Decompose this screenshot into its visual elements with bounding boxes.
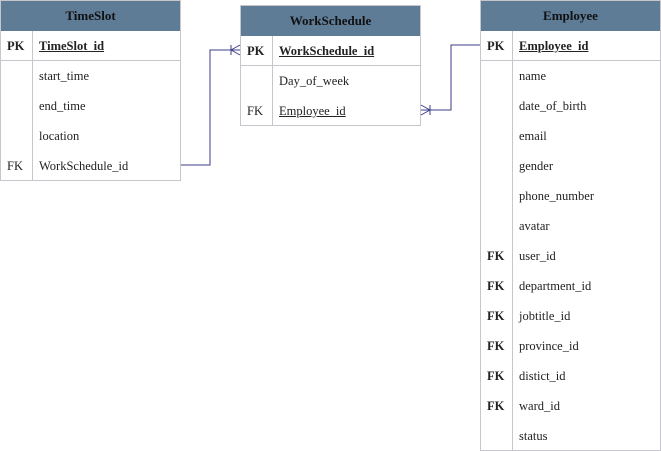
field-name: gender [519, 159, 554, 173]
field-name: Day_of_week [279, 74, 350, 88]
entity-timeslot[interactable]: TimeSlot PK TimeSlot_id start_time end_t… [0, 0, 181, 181]
entity-title: TimeSlot [1, 1, 180, 31]
key-marker: FK [487, 279, 505, 293]
field-row[interactable]: start_time [1, 61, 180, 91]
field-row[interactable]: status [481, 421, 660, 451]
crow-foot-mark [420, 104, 431, 111]
pk-row[interactable]: PK TimeSlot_id [1, 31, 180, 61]
column-divider [512, 31, 513, 451]
key-marker: FK [487, 399, 505, 413]
crow-foot-mark [230, 44, 241, 51]
field-row[interactable]: FK WorkSchedule_id [1, 151, 180, 181]
entity-body: PK Employee_id name date_of_birth email … [481, 31, 660, 451]
field-name: ward_id [519, 399, 560, 413]
field-row[interactable]: location [1, 121, 180, 151]
entity-title: Employee [481, 1, 660, 31]
key-marker: FK [487, 339, 505, 353]
column-divider [272, 36, 273, 126]
field-name: start_time [39, 69, 89, 83]
field-name: avatar [519, 219, 550, 233]
pk-marker: PK [247, 44, 265, 58]
field-row[interactable]: gender [481, 151, 660, 181]
field-name: jobtitle_id [519, 309, 571, 323]
entity-title: WorkSchedule [241, 6, 420, 36]
field-row[interactable]: name [481, 61, 660, 91]
key-marker: FK [487, 369, 505, 383]
pk-field-name: TimeSlot_id [39, 39, 105, 53]
field-name: end_time [39, 99, 86, 113]
entity-body: PK WorkSchedule_id Day_of_week FK Employ… [241, 36, 420, 126]
field-name: status [519, 429, 548, 443]
field-row[interactable]: date_of_birth [481, 91, 660, 121]
crow-foot-mark [230, 49, 241, 56]
field-row[interactable]: FK department_id [481, 271, 660, 301]
entity-workschedule[interactable]: WorkSchedule PK WorkSchedule_id Day_of_w… [240, 5, 421, 126]
column-divider [32, 31, 33, 181]
pk-marker: PK [7, 39, 25, 53]
field-row[interactable]: FK Employee_id [241, 96, 420, 126]
field-row[interactable]: FK distict_id [481, 361, 660, 391]
field-name: user_id [519, 249, 556, 263]
field-name: email [519, 129, 547, 143]
connector-workschedule-employee[interactable] [420, 44, 480, 116]
field-row[interactable]: FK ward_id [481, 391, 660, 421]
key-marker: FK [247, 104, 263, 118]
entity-employee[interactable]: Employee PK Employee_id name date_of_bir… [480, 0, 661, 451]
field-name: location [39, 129, 80, 143]
pk-marker: PK [487, 39, 505, 53]
field-name: name [519, 69, 547, 83]
field-row[interactable]: Day_of_week [241, 66, 420, 96]
field-name: Employee_id [279, 104, 346, 118]
field-name: date_of_birth [519, 99, 587, 113]
field-name: phone_number [519, 189, 594, 203]
connector-line [181, 49, 240, 166]
field-row[interactable]: phone_number [481, 181, 660, 211]
field-name: distict_id [519, 369, 566, 383]
key-marker: FK [487, 249, 505, 263]
key-marker: FK [487, 309, 505, 323]
field-name: WorkSchedule_id [39, 159, 129, 173]
field-row[interactable]: avatar [481, 211, 660, 241]
pk-field-name: Employee_id [519, 39, 589, 53]
field-row[interactable]: FK user_id [481, 241, 660, 271]
crow-foot-mark [420, 109, 431, 116]
pk-row[interactable]: PK WorkSchedule_id [241, 36, 420, 66]
connector-timeslot-workschedule[interactable] [181, 44, 241, 166]
pk-row[interactable]: PK Employee_id [481, 31, 660, 61]
field-row[interactable]: FK jobtitle_id [481, 301, 660, 331]
field-row[interactable]: email [481, 121, 660, 151]
field-row[interactable]: FK province_id [481, 331, 660, 361]
pk-field-name: WorkSchedule_id [279, 44, 375, 58]
key-marker: FK [7, 159, 23, 173]
field-name: province_id [519, 339, 579, 353]
connector-line [421, 44, 480, 111]
entity-body: PK TimeSlot_id start_time end_time locat… [1, 31, 180, 181]
field-row[interactable]: end_time [1, 91, 180, 121]
field-name: department_id [519, 279, 592, 293]
